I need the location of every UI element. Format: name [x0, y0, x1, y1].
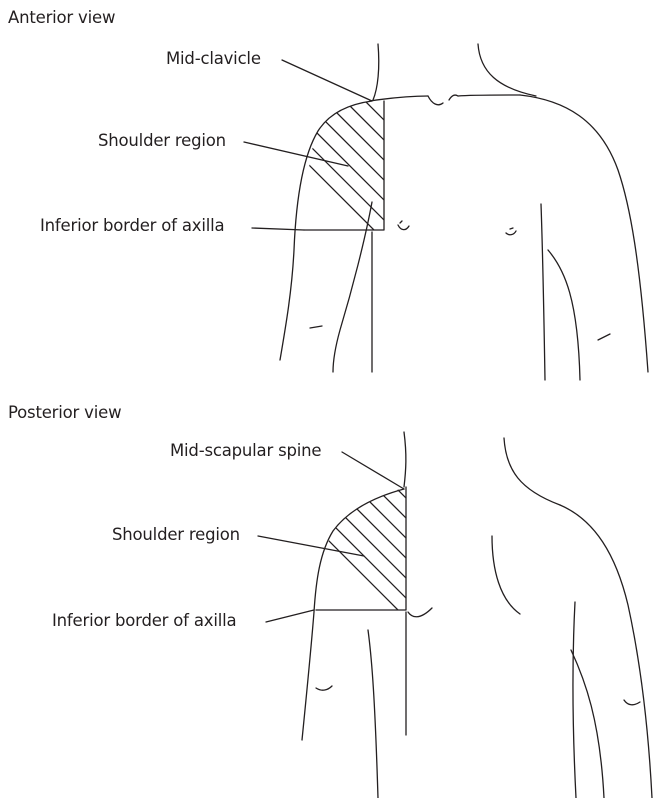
anterior-figure	[280, 44, 648, 380]
posterior-inferior-border-label: Inferior border of axilla	[52, 613, 236, 630]
leader-posterior-shoulder-region	[258, 536, 364, 556]
anterior-view-heading: Anterior view	[8, 10, 115, 27]
mid-clavicle-label: Mid-clavicle	[166, 51, 261, 68]
posterior-figure	[302, 432, 652, 798]
anterior-inferior-border-label: Inferior border of axilla	[40, 218, 224, 235]
posterior-view-heading: Posterior view	[8, 405, 121, 422]
leader-anterior-inferior-border	[252, 228, 304, 230]
leader-mid-clavicle	[282, 60, 372, 101]
leader-posterior-inferior-border	[266, 610, 314, 622]
mid-scapular-spine-label: Mid-scapular spine	[170, 443, 321, 460]
posterior-shoulder-hatching	[280, 292, 560, 772]
posterior-region-boundary	[316, 487, 406, 610]
anterior-shoulder-hatching	[260, 0, 520, 376]
anterior-shoulder-region-label: Shoulder region	[98, 133, 226, 150]
posterior-shoulder-region-label: Shoulder region	[112, 527, 240, 544]
leader-mid-scapular-spine	[342, 452, 404, 489]
leader-anterior-shoulder-region	[244, 142, 348, 166]
